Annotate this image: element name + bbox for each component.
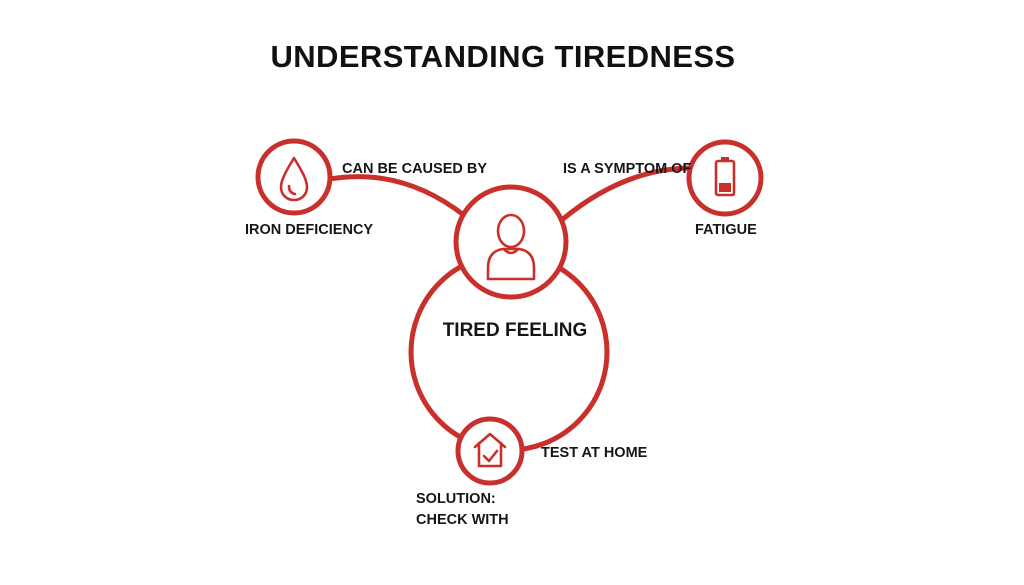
link-iron-deficiency <box>321 174 468 219</box>
relation-symptom-of-label: IS A SYMPTOM OF <box>563 161 692 177</box>
home-test-circle <box>455 416 525 486</box>
home-check-icon <box>473 432 507 468</box>
relation-test-at-home-label: TEST AT HOME <box>541 445 648 461</box>
center-node-circle <box>453 184 569 300</box>
solution-label-line-1: SOLUTION: <box>416 491 496 507</box>
solution-label-line-2: CHECK WITH <box>416 512 509 528</box>
fatigue-label: FATIGUE <box>695 222 757 238</box>
link-fatigue <box>560 165 695 222</box>
iron-deficiency-circle <box>255 138 333 216</box>
person-icon <box>486 213 536 281</box>
drop-icon <box>279 156 309 202</box>
center-node <box>453 184 569 300</box>
iron-deficiency-node <box>255 138 333 216</box>
home-test-node <box>455 416 525 486</box>
center-label: TIRED FEELING <box>443 320 588 341</box>
relation-caused-by-label: CAN BE CAUSED BY <box>342 161 487 177</box>
fatigue-node <box>686 139 764 217</box>
page-title: UNDERSTANDING TIREDNESS <box>270 39 735 74</box>
battery-low-icon <box>714 157 736 197</box>
fatigue-circle <box>686 139 764 217</box>
iron-deficiency-label: IRON DEFICIENCY <box>245 222 373 238</box>
